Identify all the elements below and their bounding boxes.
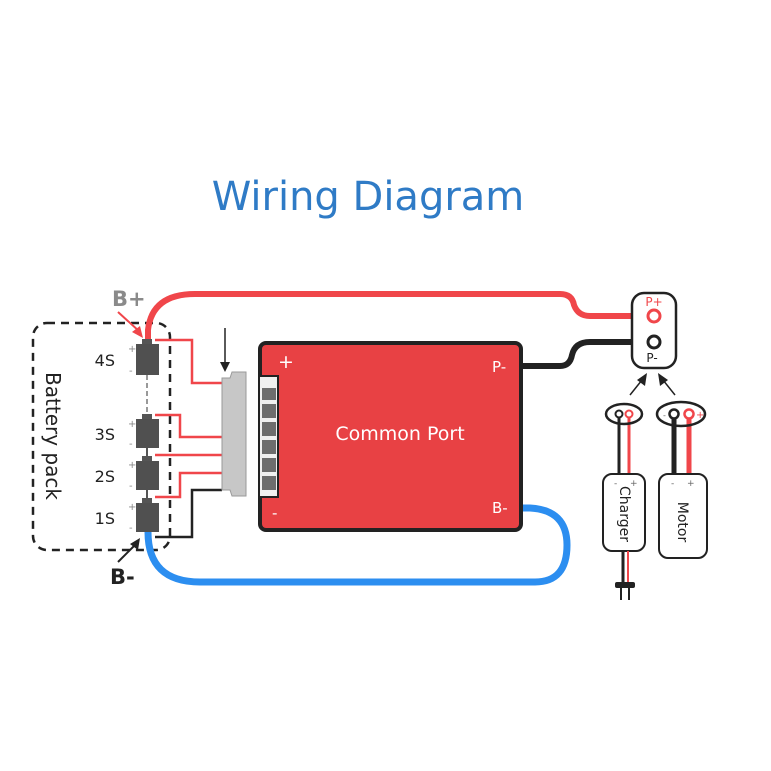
port-p-minus-label: P- <box>646 351 657 365</box>
cell-label-4s: 4S <box>95 351 115 370</box>
cell-3s <box>136 419 159 448</box>
balance-wire-negative <box>155 488 222 539</box>
cell-3s-minus: - <box>129 439 133 450</box>
cell-2s-minus: - <box>129 481 133 492</box>
motor-arrow-line <box>662 379 676 396</box>
balance-socket-pins <box>262 388 276 490</box>
balance-connector <box>221 371 247 497</box>
cell-2s <box>136 461 159 490</box>
b-plus-pointer <box>117 311 141 333</box>
motor-label: Motor <box>674 502 690 543</box>
cell-1s-minus: - <box>129 523 133 534</box>
port-p-plus-label: P+ <box>645 295 662 309</box>
motor-box <box>658 473 708 559</box>
battery-cells <box>136 339 159 532</box>
motor: - + - + Motor <box>655 400 708 559</box>
charger-connector <box>604 402 644 426</box>
port-p-minus-terminal <box>646 334 662 350</box>
charger-plus: + <box>630 479 638 489</box>
cell-4s-plus: + <box>128 344 136 355</box>
b-plus-wire <box>145 291 652 342</box>
charger: - + Charger <box>602 402 646 600</box>
b-plus-label: B+ <box>112 287 146 311</box>
battery-pack-outline <box>31 321 172 552</box>
b-minus-pointer <box>117 543 137 563</box>
board-minus-label: - <box>272 504 277 522</box>
cell-label-3s: 3S <box>95 425 115 444</box>
motor-connector <box>655 400 707 428</box>
board-b-minus-label: B- <box>492 499 508 517</box>
charger-plug-icon <box>615 582 635 588</box>
cell-1s <box>136 503 159 532</box>
battery-pack-label: Battery pack <box>41 372 65 500</box>
charger-label: Charger <box>616 486 632 542</box>
b-minus-arrow-icon <box>130 538 140 550</box>
motor-connector-minus: - <box>663 411 666 420</box>
cell-2s-plus: + <box>128 460 136 471</box>
motor-plus: + <box>687 479 695 489</box>
diagram-title: Wiring Diagram <box>212 174 525 220</box>
output-port <box>630 291 678 370</box>
board-plus-label: + <box>278 351 294 373</box>
b-minus-wire <box>144 504 571 586</box>
arrow-down-icon <box>220 362 230 372</box>
b-minus-label: B- <box>110 565 135 589</box>
charger-minus: - <box>614 479 617 489</box>
motor-arrow-icon <box>658 373 668 386</box>
cell-4s <box>136 344 159 375</box>
board-label: Common Port <box>335 423 464 445</box>
charger-arrow-line <box>629 379 643 396</box>
cell-label-2s: 2S <box>95 467 115 486</box>
cell-4s-minus: - <box>129 366 133 377</box>
p-minus-wire <box>520 339 652 369</box>
cell-1s-plus: + <box>128 502 136 513</box>
motor-connector-plus: + <box>696 410 704 421</box>
charger-arrow-icon <box>637 373 647 386</box>
cell-3s-plus: + <box>128 419 136 430</box>
balance-wires <box>155 338 222 499</box>
cell-label-1s: 1S <box>95 509 115 528</box>
board-p-minus-label: P- <box>492 358 506 376</box>
motor-minus: - <box>671 479 674 489</box>
port-p-plus-terminal <box>646 308 662 324</box>
b-plus-arrow-icon <box>132 326 143 338</box>
